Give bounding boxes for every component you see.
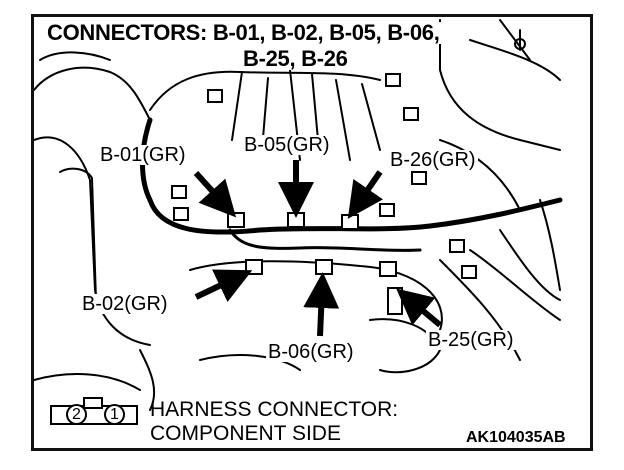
callout-b02: B-02(GR) <box>80 293 170 315</box>
engine-outline-left <box>33 136 151 346</box>
callout-b25: B-25(GR) <box>426 329 516 351</box>
connector-b05-shape <box>287 212 305 228</box>
figure-code: AK104035AB <box>466 429 566 446</box>
arrow-b25 <box>396 288 442 328</box>
diagram-frame <box>31 14 593 451</box>
arrow-b06 <box>303 272 340 337</box>
legend-pin-1: 1 <box>104 404 125 425</box>
legend-line-2: COMPONENT SIDE <box>150 422 341 445</box>
legend-pin-2: 2 <box>66 404 87 425</box>
connector-b25-shape <box>379 261 397 277</box>
connector-b02-shape <box>245 259 263 275</box>
callout-b06: B-06(GR) <box>266 341 356 363</box>
connector-b06-shape <box>315 259 333 275</box>
callout-b26: B-26(GR) <box>388 149 478 171</box>
legend-line-1: HARNESS CONNECTOR: <box>150 398 399 421</box>
title-line-1: CONNECTORS: B-01, B-02, B-05, B-06, <box>44 22 443 44</box>
harness-upper <box>149 70 381 111</box>
connector-b26-shape <box>341 214 359 230</box>
engine-outline-top <box>33 66 151 121</box>
callout-b05: B-05(GR) <box>242 134 332 156</box>
connector-b01-shape <box>227 212 245 228</box>
title-line-2: B-25, B-26 <box>240 48 351 70</box>
arrow-b02 <box>194 269 253 302</box>
arrow-b26 <box>347 170 384 219</box>
arrow-b01 <box>193 170 237 218</box>
callout-b01: B-01(GR) <box>98 144 188 166</box>
